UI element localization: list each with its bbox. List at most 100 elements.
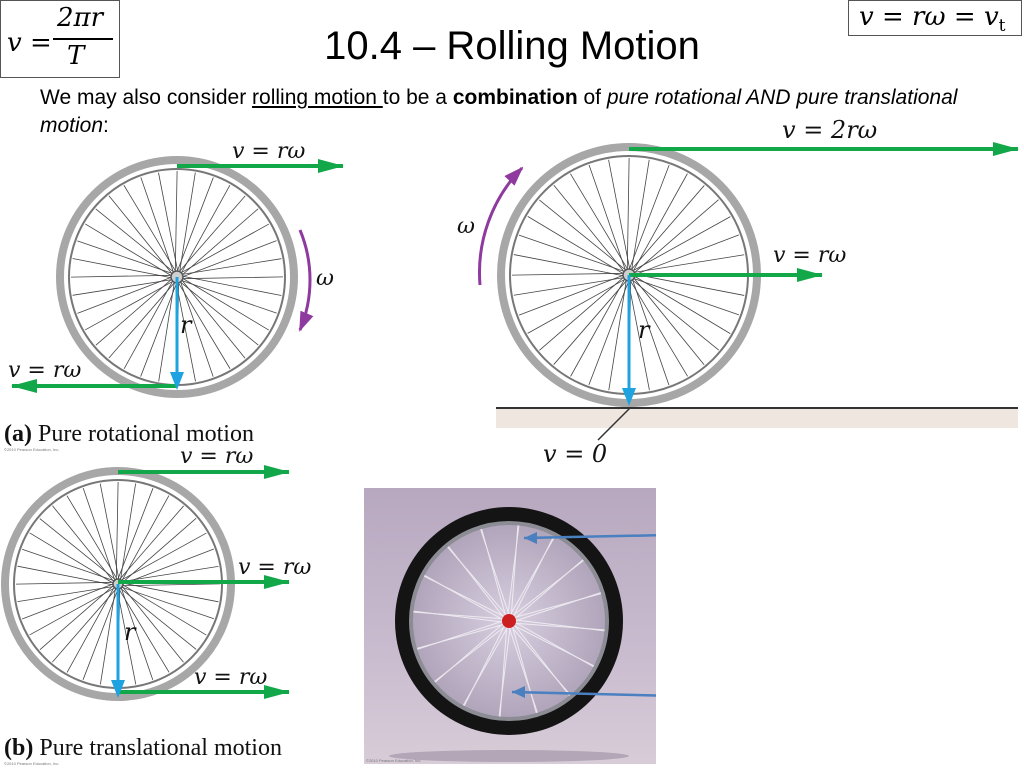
intro-text: We may also consider rolling motion to b… xyxy=(40,84,960,140)
spoke xyxy=(176,177,214,273)
formula-tangential-text: v = rω = v xyxy=(859,2,999,32)
spoke xyxy=(181,277,269,331)
photo-spoke xyxy=(499,626,508,717)
intro-part2: to be a xyxy=(382,86,453,109)
slide-title: 10.4 – Rolling Motion xyxy=(324,24,700,68)
spoke xyxy=(158,281,175,382)
spoke xyxy=(39,518,116,580)
spoke xyxy=(175,281,196,382)
formula-tangential: v = rω = vt xyxy=(859,2,1005,36)
intro-part4: : xyxy=(103,114,109,137)
spoke xyxy=(180,184,231,274)
spoke xyxy=(122,518,197,583)
photo-spoke xyxy=(512,535,555,617)
spoke xyxy=(632,277,740,316)
label-b-radius: r xyxy=(124,618,137,646)
spoke xyxy=(121,586,215,620)
contact-pointer xyxy=(597,407,631,441)
spoke xyxy=(518,274,625,316)
caption-b-letter: (b) xyxy=(4,735,33,761)
spoke xyxy=(123,185,177,273)
copyright-b: ©2010 Pearson Education, Inc. xyxy=(4,761,59,766)
spoke xyxy=(122,565,219,582)
spoke xyxy=(513,254,625,277)
spoke xyxy=(17,565,114,586)
spoke xyxy=(628,164,670,271)
spoke xyxy=(181,279,246,359)
photo-arrow-bottom-head xyxy=(512,686,525,698)
photo-spoke xyxy=(510,626,571,696)
spoke xyxy=(181,275,282,296)
spoke xyxy=(66,587,115,673)
spoke xyxy=(123,280,174,370)
spoke xyxy=(177,281,231,369)
spoke xyxy=(174,170,178,273)
spoke xyxy=(115,481,119,580)
photo-spoke xyxy=(480,529,510,616)
spoke xyxy=(527,216,625,275)
spoke xyxy=(21,548,115,582)
photo-hub xyxy=(502,614,516,628)
spoke xyxy=(117,488,154,580)
photo-spoke xyxy=(463,625,506,707)
spoke xyxy=(70,274,173,278)
intro-part3: of xyxy=(577,86,607,109)
figure-a-pure-rotation: v = rω v = rω r ω (a) Pure rotational mo… xyxy=(4,139,344,452)
spoke xyxy=(122,584,207,636)
spoke xyxy=(77,240,174,275)
formula-tangential-box: v = rω = vt xyxy=(848,0,1022,36)
spoke xyxy=(77,276,173,314)
label-c-radius: r xyxy=(638,316,651,344)
spoke xyxy=(631,279,719,351)
spoke xyxy=(179,280,214,377)
rolling-wheel-photo: ©2010 Pearson Education, Inc. xyxy=(364,488,718,764)
spoke xyxy=(120,588,197,650)
wheel-c-spokes xyxy=(511,157,747,393)
spoke xyxy=(52,588,117,663)
wheel-a-tire xyxy=(56,156,298,398)
spoke xyxy=(633,234,740,276)
spoke xyxy=(629,279,688,377)
label-b-top: v = rω xyxy=(180,444,253,469)
intro-rolling-motion: rolling motion xyxy=(252,86,383,109)
spoke xyxy=(22,583,114,620)
caption-b-text: Pure translational motion xyxy=(33,735,282,761)
figure-c-rolling-motion: v = 2rω v = rω r ω v = 0 xyxy=(457,116,1019,468)
spoke xyxy=(608,279,627,391)
spoke xyxy=(122,582,219,603)
spoke xyxy=(631,278,670,386)
spoke xyxy=(181,276,284,280)
caption-a-text: Pure rotational motion xyxy=(32,421,254,447)
label-b-middle: v = rω xyxy=(238,555,311,580)
spoke xyxy=(633,273,745,296)
spoke xyxy=(627,279,650,391)
photo-copyright: ©2010 Pearson Education, Inc. xyxy=(366,758,421,763)
spoke xyxy=(72,279,173,296)
spoke xyxy=(17,586,114,603)
photo-rim xyxy=(409,521,609,721)
spoke xyxy=(119,505,184,580)
label-c-top: v = 2rω xyxy=(782,116,877,144)
radius-a-head xyxy=(170,372,184,390)
wheel-a-spokes xyxy=(70,170,284,384)
copyright-a: ©2010 Pearson Education, Inc. xyxy=(4,447,59,452)
spoke xyxy=(513,277,625,296)
spoke xyxy=(633,199,719,274)
formula-denominator: T xyxy=(67,41,85,71)
omega-c-arc xyxy=(478,166,524,286)
spoke xyxy=(180,223,270,274)
spoke xyxy=(84,280,174,331)
spoke xyxy=(108,281,176,359)
spoke xyxy=(553,185,625,273)
radius-b-head xyxy=(111,680,125,698)
spoke xyxy=(633,277,705,365)
spoke xyxy=(570,173,629,271)
photo-floor-shadow xyxy=(389,750,629,762)
photo-spoke xyxy=(413,611,504,620)
spoke xyxy=(121,495,170,581)
photo-spoke xyxy=(513,593,602,619)
spoke xyxy=(511,272,625,276)
spoke xyxy=(633,275,731,334)
photo-spoke xyxy=(514,559,584,620)
